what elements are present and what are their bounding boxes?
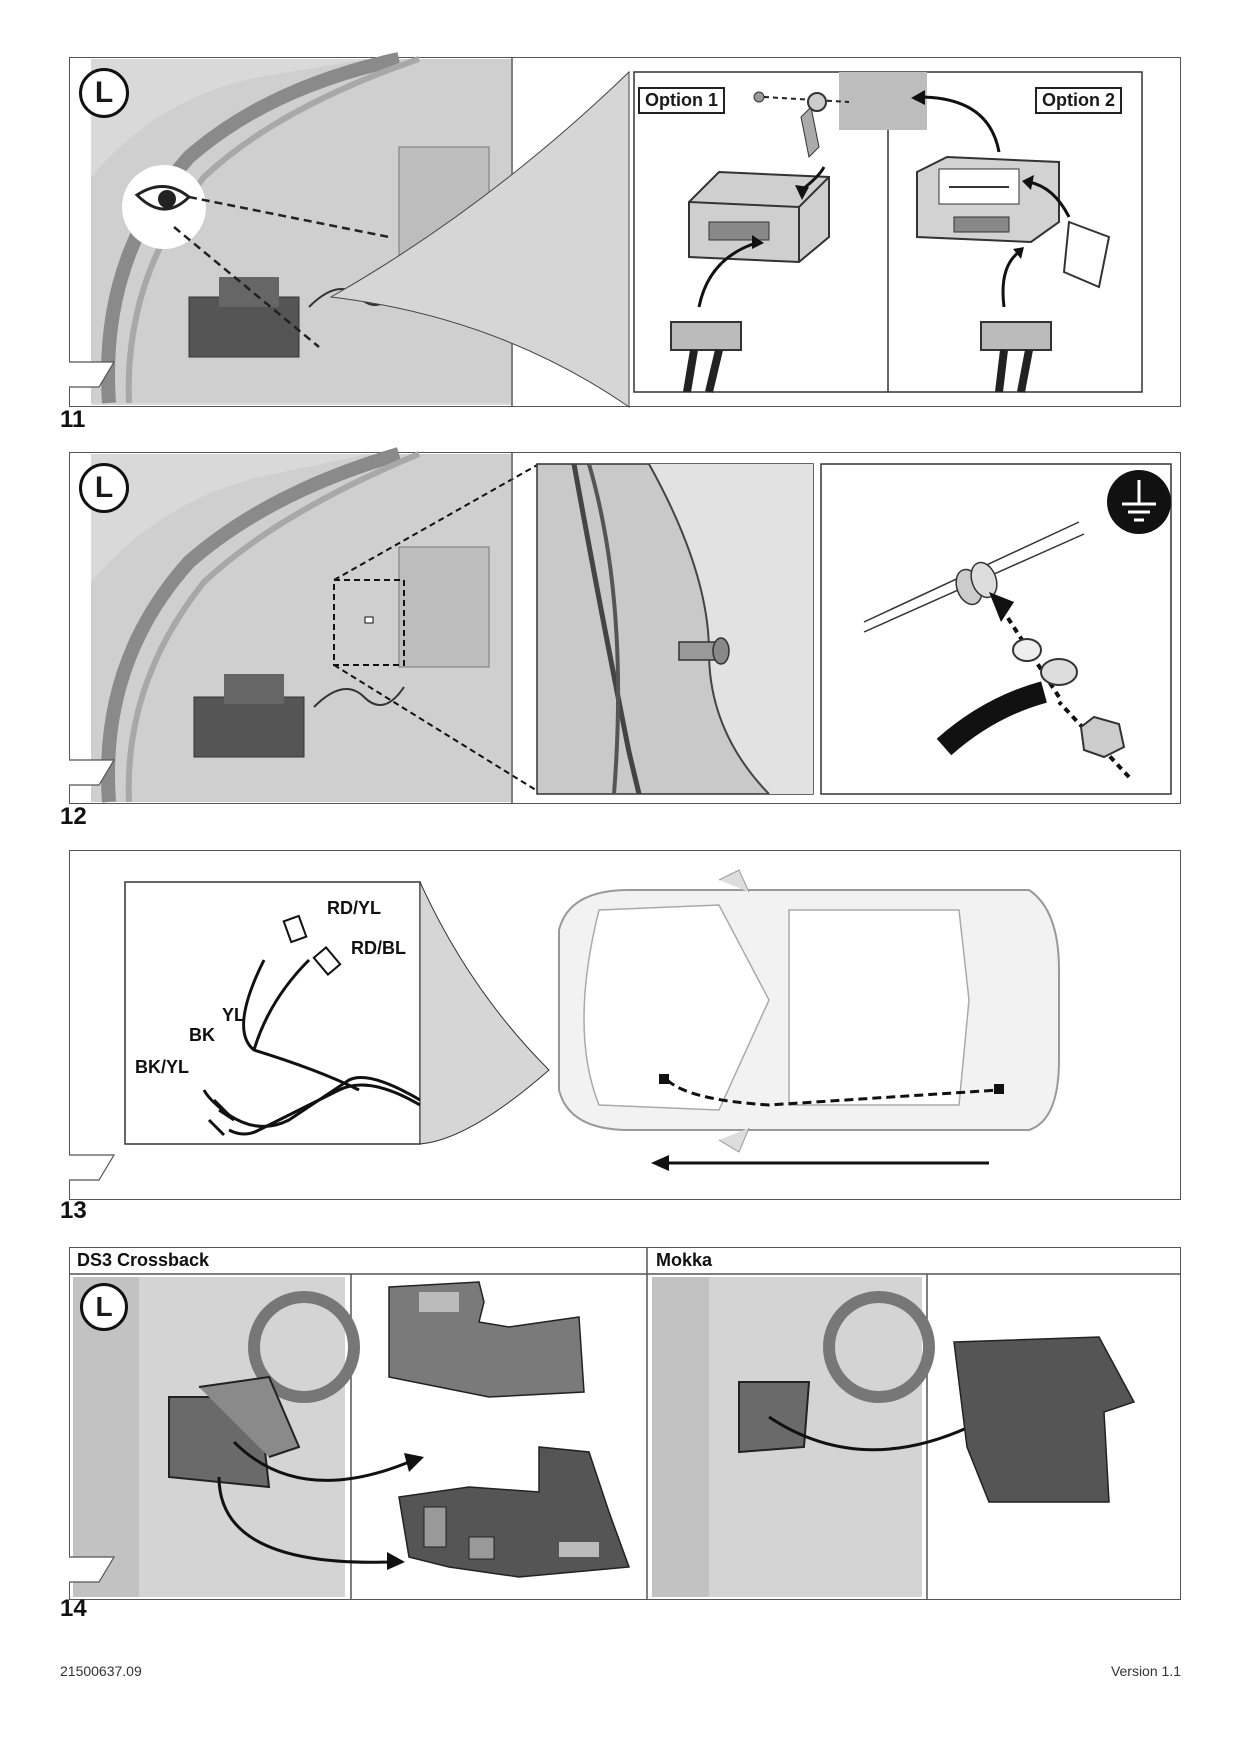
mokka-title: Mokka	[656, 1250, 713, 1270]
document-number: 21500637.09	[60, 1663, 142, 1679]
step-11-number: 11	[60, 406, 86, 433]
step-12-illustration	[69, 447, 1172, 804]
step-12-number: 12	[60, 803, 87, 830]
wire-label-yl: YL	[222, 1005, 246, 1025]
step-11-location-badge: L	[79, 68, 129, 118]
step-14-number: 14	[60, 1595, 87, 1622]
step-13-number: 13	[60, 1197, 87, 1224]
option-1-label: Option 1	[638, 87, 725, 114]
step-12-location-badge: L	[79, 463, 129, 513]
step-13-illustration	[69, 869, 1060, 1181]
step-14-illustration	[69, 1247, 1181, 1600]
ground-symbol-icon	[1108, 470, 1172, 534]
wire-label-bk-yl: BK/YL	[135, 1057, 189, 1077]
version-label: Version 1.1	[1110, 1663, 1181, 1679]
wire-label-rd-yl: RD/YL	[327, 898, 381, 918]
option-2-label: Option 2	[1035, 87, 1122, 114]
wire-label-rd-bl: RD/BL	[351, 938, 406, 958]
step-14-location-badge: L	[80, 1283, 128, 1331]
step-11-illustration	[69, 52, 1143, 408]
wire-label-bk: BK	[189, 1025, 215, 1045]
ds3-crossback-title: DS3 Crossback	[77, 1250, 210, 1270]
